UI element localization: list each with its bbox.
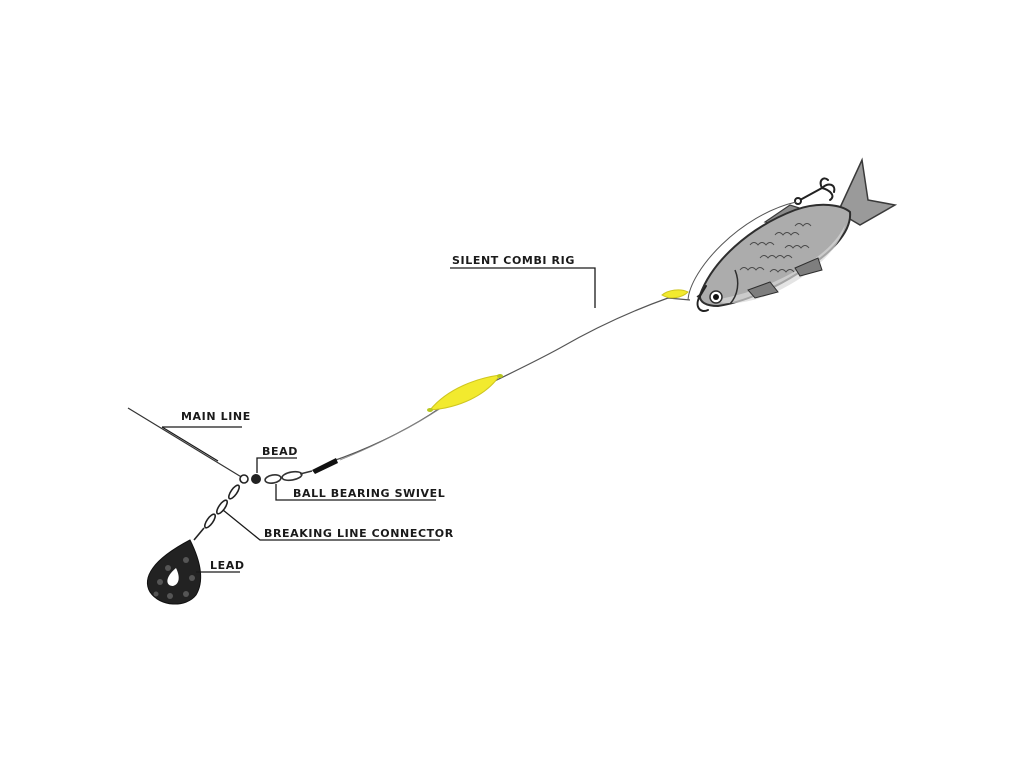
main-line	[127, 407, 244, 479]
leader-line	[329, 297, 691, 463]
label-main-line: MAIN LINE	[181, 410, 251, 423]
callout-ball-bearing-swivel	[275, 484, 436, 501]
label-lead: LEAD	[210, 559, 245, 572]
leader-line-inner	[339, 401, 451, 461]
label-ball-bearing-swivel: BALL BEARING SWIVEL	[293, 487, 445, 500]
label-bead: BEAD	[262, 445, 298, 458]
callout-bead	[256, 457, 297, 473]
breaking-line-connector-chain	[193, 484, 241, 541]
callout-lines	[161, 267, 596, 573]
bead-icon	[251, 474, 261, 484]
lead-weight-icon	[146, 539, 202, 605]
callout-breaking-line-connector	[222, 509, 440, 541]
swivel-icon	[264, 470, 313, 484]
fish-ventral-fin	[794, 257, 823, 277]
pop-up-float	[427, 374, 503, 412]
label-silent-combi-rig: SILENT COMBI RIG	[452, 254, 575, 267]
bait-float	[661, 289, 689, 299]
hook-link-line	[687, 201, 797, 301]
mouth-hook-icon	[696, 285, 709, 312]
fish-scales	[739, 223, 812, 273]
label-breaking-line-connector: BREAKING LINE CONNECTOR	[264, 527, 454, 540]
rig-sleeve	[312, 458, 338, 474]
callout-silent-combi-rig	[450, 267, 596, 308]
bait-fish-illustration	[696, 157, 898, 308]
fish-tail	[837, 157, 898, 226]
fish-pupil	[713, 294, 719, 300]
ring-icon	[239, 474, 249, 484]
treble-hook-icon	[794, 177, 836, 205]
fish-pectoral-fin	[747, 281, 779, 299]
fish-gill	[729, 269, 739, 305]
